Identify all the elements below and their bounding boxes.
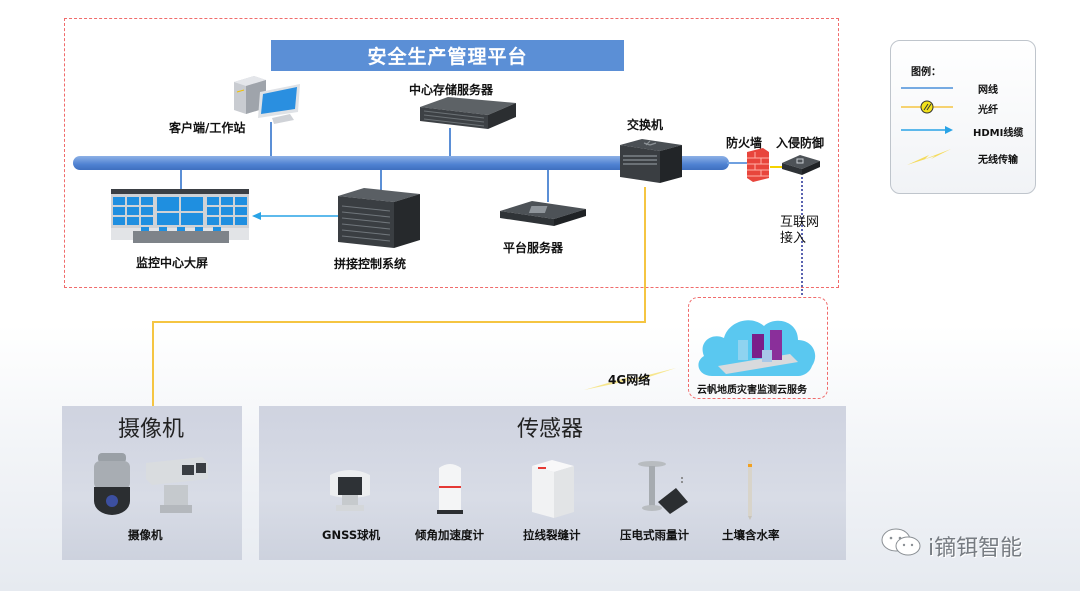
legend-wireless-label: 无线传输 xyxy=(978,155,1018,166)
cloud-server-icon xyxy=(698,320,816,376)
crack-meter-icon xyxy=(532,460,574,518)
video-wall-connector xyxy=(180,168,182,192)
network-bus xyxy=(73,156,729,170)
crack-meter-label: 拉线裂缝计 xyxy=(523,528,581,542)
intrusion-prevention-icon xyxy=(782,155,820,175)
network-switch-icon xyxy=(620,139,682,183)
tilt-accelerometer-label: 倾角加速度计 xyxy=(415,528,484,542)
tilt-sensor-icon xyxy=(437,464,463,514)
splice-controller-icon xyxy=(338,188,420,248)
storage-connector xyxy=(449,128,451,158)
fiber-link-vertical-switch xyxy=(644,187,646,322)
platform-server-connector xyxy=(547,168,549,202)
splice-connector xyxy=(380,168,382,192)
wireless-lightning-icon xyxy=(584,368,676,390)
legend-hdmi-label: HDMI线缆 xyxy=(973,128,1024,139)
internet-link xyxy=(801,177,803,295)
rain-gauge-icon xyxy=(638,461,688,514)
firewall-to-ids-link xyxy=(770,166,782,168)
ids-label: 入侵防御 xyxy=(776,136,825,150)
legend-panel: 图例： 网线 光纤 HDMI线缆 无线传输 xyxy=(890,40,1036,194)
cloud-service-label: 云帆地质灾害监测云服务 xyxy=(697,385,807,396)
firewall-label: 防火墙 xyxy=(726,136,763,150)
watermark-text: i镝铒智能 xyxy=(928,536,1023,561)
platform-server-label: 平台服务器 xyxy=(503,241,564,255)
wechat-icon xyxy=(881,528,921,556)
sensor-panel-title: 传感器 xyxy=(517,417,584,442)
client-label: 客户端/工作站 xyxy=(169,121,246,135)
workstation-icon xyxy=(234,76,300,124)
video-wall-label: 监控中心大屏 xyxy=(136,256,209,270)
internet-access-line-1: 互联网 xyxy=(780,215,820,230)
fiber-link-horizontal xyxy=(152,321,646,323)
network-4g-label: 4G网络 xyxy=(608,373,651,387)
gnss-label: GNSS球机 xyxy=(322,528,381,542)
legend-title: 图例： xyxy=(911,67,941,78)
gnss-receiver-icon xyxy=(330,470,370,511)
legend-hdmi-icon xyxy=(901,126,953,134)
platform-boundary xyxy=(64,18,839,288)
platform-server-icon xyxy=(500,201,586,226)
platform-title: 安全生产管理平台 xyxy=(271,40,624,71)
storage-server-icon xyxy=(420,97,516,129)
soil-moisture-label: 土壤含水率 xyxy=(722,528,780,542)
soil-moisture-probe-icon xyxy=(748,460,752,520)
legend-fiber-label: 光纤 xyxy=(978,105,998,116)
ptz-camera-icon xyxy=(146,457,208,513)
legend-fiber-icon xyxy=(901,100,953,114)
switch-to-firewall-link xyxy=(727,162,747,164)
internet-access-label: 互联网 接入 xyxy=(780,215,819,247)
rain-gauge-label: 压电式雨量计 xyxy=(620,528,689,542)
legend-wireless-icon xyxy=(907,149,951,165)
legend-ethernet-icon xyxy=(901,87,953,89)
hdmi-arrow xyxy=(252,212,338,220)
dome-camera-icon xyxy=(94,453,130,515)
camera-label: 摄像机 xyxy=(128,528,163,542)
video-wall-icon xyxy=(111,189,249,243)
firewall-icon xyxy=(747,148,769,182)
fiber-link-vertical-camera xyxy=(152,321,154,406)
camera-panel-title: 摄像机 xyxy=(118,417,185,442)
client-connector xyxy=(270,122,272,158)
switch-label: 交换机 xyxy=(627,118,664,132)
storage-label: 中心存储服务器 xyxy=(409,83,494,97)
legend-ethernet-label: 网线 xyxy=(978,85,998,96)
cloud-service-boundary xyxy=(688,297,828,399)
splice-control-label: 拼接控制系统 xyxy=(334,257,407,271)
internet-access-line-2: 接入 xyxy=(780,231,807,246)
